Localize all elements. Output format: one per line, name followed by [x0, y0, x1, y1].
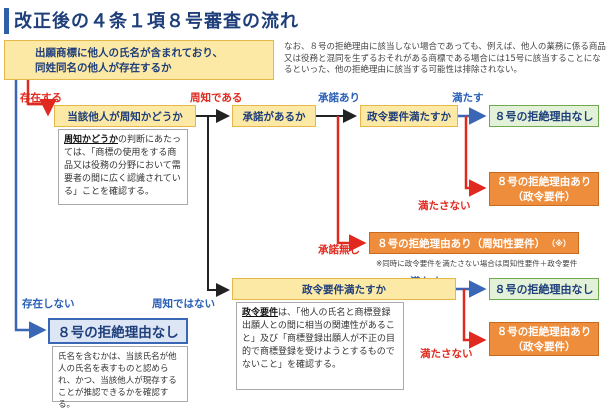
node-reason-gov-2: ８号の拒絶理由あり （政令要件） [489, 322, 599, 356]
desc-gov-req-term: 政令要件 [242, 308, 279, 318]
arrow-not-satisfies-1 [464, 116, 487, 197]
node-reason-known-text: ８号の拒絶理由あり（周知性要件） [377, 237, 546, 250]
desc-is-known-term: 周知かどうか [64, 135, 119, 145]
label-not-exists: 存在しない [22, 298, 75, 310]
desc-is-known: 周知かどうかの判断にあたっては、「商標の使用をする商品又は役務の分野において需要… [58, 129, 188, 205]
start-question-line1: 出願商標に他人の氏名が含まれており、 [35, 47, 223, 59]
node-no-reason-1: ８号の拒絶理由なし [489, 105, 599, 127]
desc-gov-req-text: は、「他人の氏名と商標登録出願人との間に相当の関連性があること」及び「商標登録出… [242, 308, 396, 370]
label-exists: 存在する [20, 92, 62, 104]
arrow-not-exists [14, 80, 47, 339]
title-accent-bar [4, 8, 9, 34]
label-known: 周知である [190, 92, 243, 104]
desc-is-known-text: の判断にあたっては、「商標の使用をする商品又は役務の分野において需要者の間に広く… [64, 135, 182, 197]
arrow-consent-no [336, 116, 367, 252]
node-reason-gov-2-line1: ８号の拒絶理由あり [496, 326, 592, 338]
label-consent-yes: 承諾あり [318, 92, 360, 104]
node-no-reason-main: ８号の拒絶理由なし [48, 318, 188, 344]
label-consent-no: 承諾無し [318, 244, 360, 256]
arrow-not-known [207, 116, 230, 297]
node-is-known: 当該他人が周知かどうか [54, 105, 196, 127]
node-gov-req-2: 政令要件満たすか [232, 278, 456, 300]
node-reason-gov-1-line1: ８号の拒絶理由あり [496, 176, 592, 188]
label-satisfies-1: 満たす [452, 92, 484, 104]
arrow-not-satisfies-2 [462, 289, 487, 349]
start-question-line2: 同姓同名の他人が存在するか [35, 62, 172, 74]
label-not-satisfies-2: 満たさない [420, 348, 473, 360]
node-reason-gov-2-line2: （政令要件） [512, 341, 576, 353]
node-reason-known-mark: （※） [547, 238, 571, 248]
node-gov-req-1: 政令要件満たすか [360, 105, 458, 127]
node-reason-gov-1-line2: （政令要件） [512, 191, 576, 203]
node-no-reason-2: ８号の拒絶理由なし [489, 278, 599, 300]
desc-name: 氏名を含むかは、当該氏名が他人の氏名を表すものと認められ、かつ、当該他人が現存す… [52, 346, 188, 410]
node-reason-gov-1: ８号の拒絶理由あり （政令要件） [489, 172, 599, 206]
start-question-box: 出願商標に他人の氏名が含まれており、 同姓同名の他人が存在するか [4, 40, 274, 80]
label-not-satisfies-1: 満たさない [418, 200, 471, 212]
desc-gov-req: 政令要件は、「他人の氏名と商標登録出願人との間に相当の関連性があること」及び「商… [236, 302, 404, 390]
node-reason-known: ８号の拒絶理由あり（周知性要件） （※） [369, 232, 579, 254]
node-consent: 承諾があるか [232, 105, 316, 127]
top-note: なお、８号の拒絶理由に該当しない場合であっても、例えば、他人の業務に係る商品又は… [284, 42, 606, 75]
footnote: ※同時に政令要件を満たさない場合は周知性要件＋政令要件 [376, 259, 578, 268]
label-not-known: 周知ではない [152, 298, 215, 310]
page-title: 改正後の４条１項８号審査の流れ [14, 11, 299, 32]
